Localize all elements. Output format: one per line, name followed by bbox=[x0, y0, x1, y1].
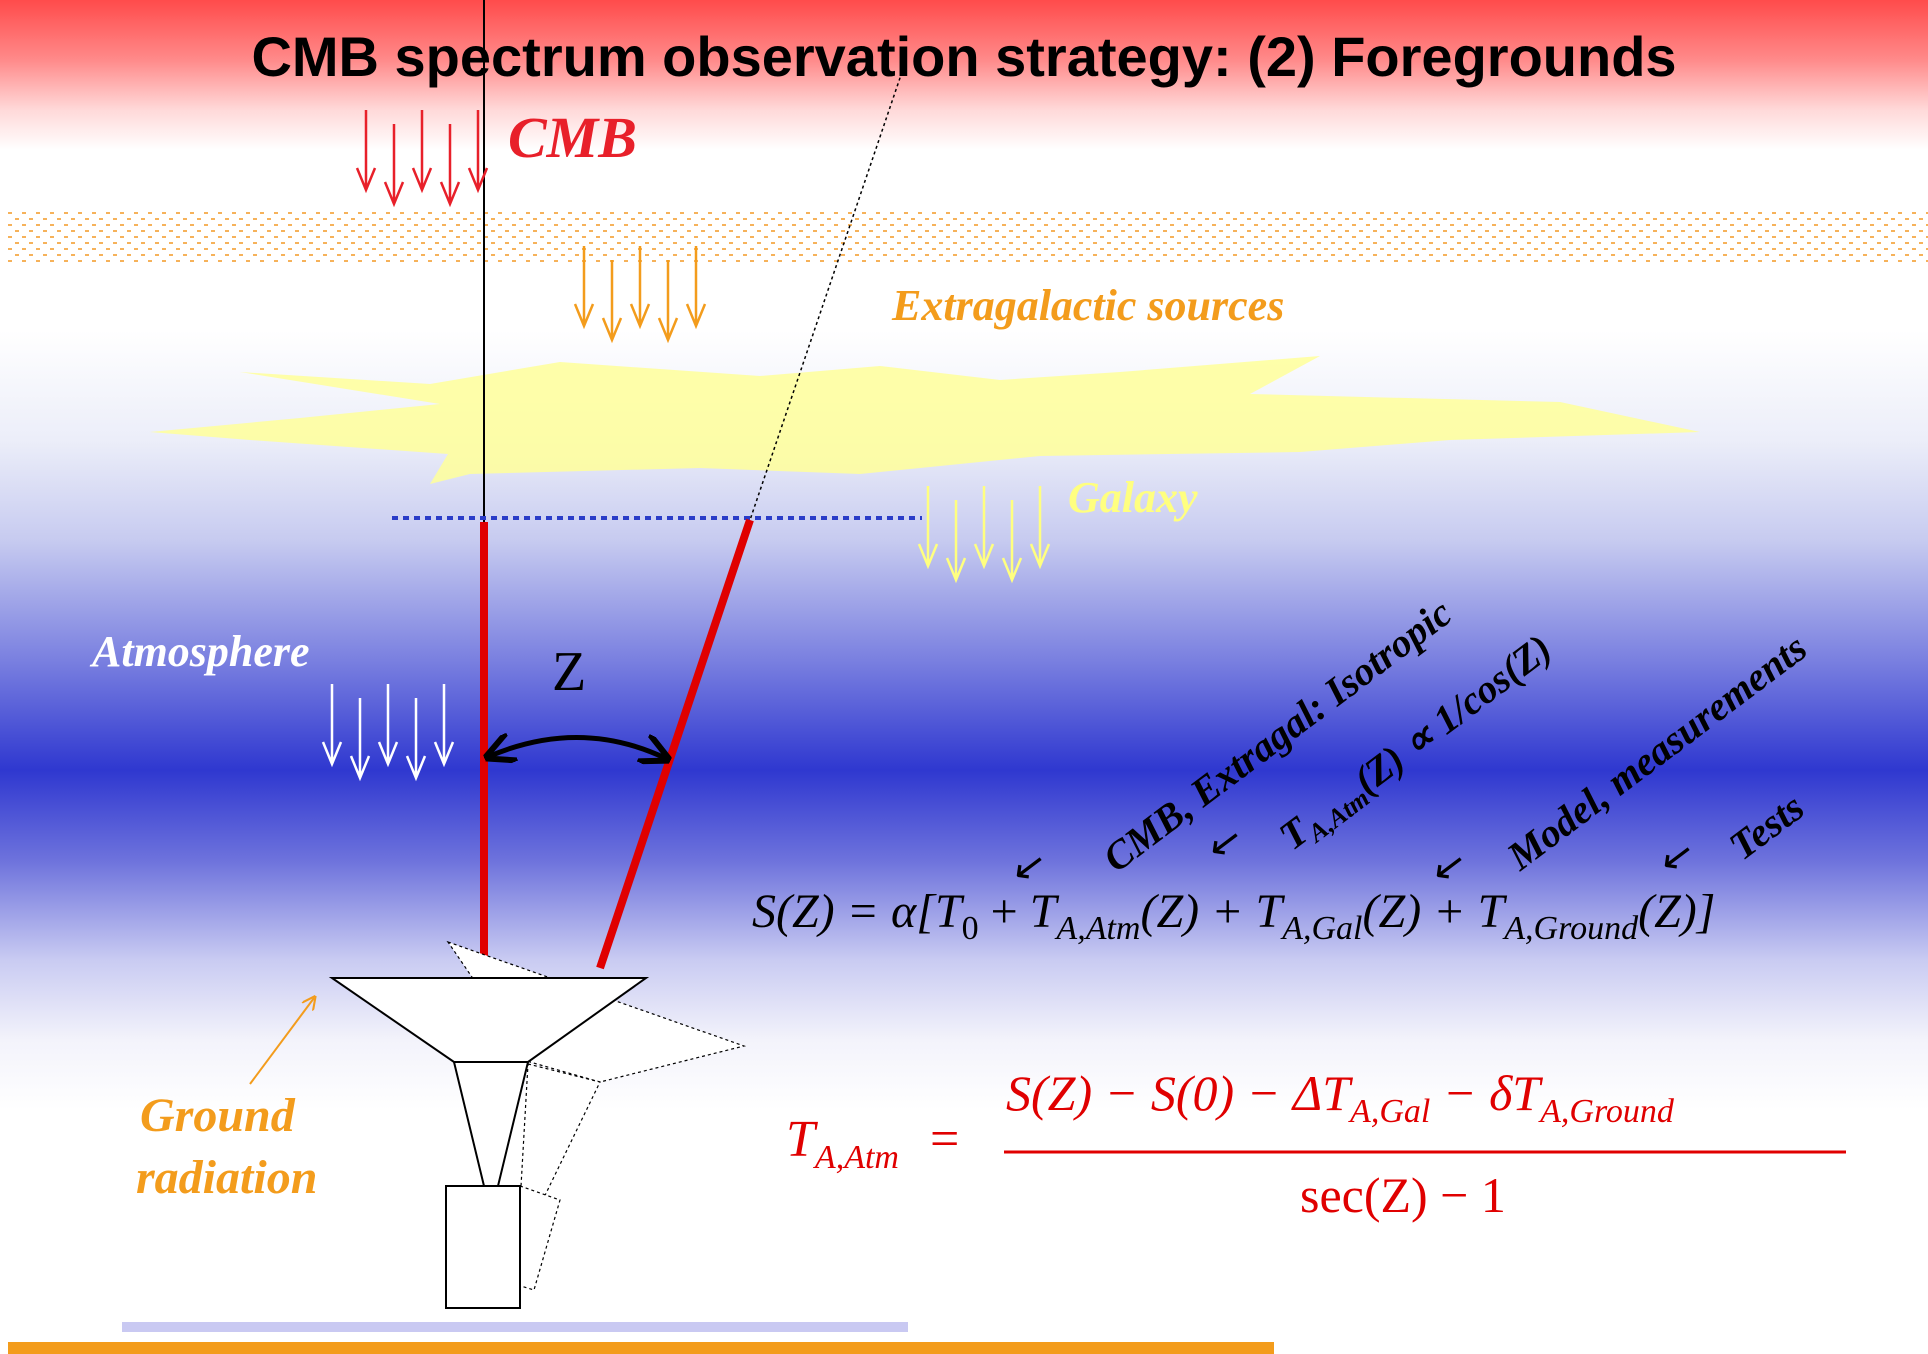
equation-s: S(Z) = α[T0 + TA,Atm(Z) + TA,Gal(Z) + TA… bbox=[752, 885, 1716, 947]
telescope-horn bbox=[328, 977, 650, 1309]
cmb-arrow bbox=[383, 124, 405, 208]
cmb-arrow bbox=[355, 110, 377, 194]
equation-t-denominator: sec(Z) − 1 bbox=[1300, 1167, 1506, 1223]
equation-t-numerator: S(Z) − S(0) − ΔTA,Gal − δTA,Ground bbox=[1006, 1065, 1674, 1130]
atmosphere-arrows bbox=[321, 684, 455, 782]
extragalactic-label: Extragalactic sources bbox=[892, 281, 1285, 330]
cmb-arrow bbox=[439, 124, 461, 208]
extragalactic-band bbox=[8, 212, 1928, 264]
extragalactic-arrow bbox=[657, 260, 679, 344]
ground-shadow bbox=[122, 1322, 908, 1332]
ground-bar bbox=[8, 1342, 1274, 1354]
extragalactic-arrow bbox=[601, 260, 623, 344]
galaxy-arrow bbox=[945, 500, 967, 584]
atmosphere-arrow bbox=[321, 684, 343, 768]
cmb-arrows bbox=[355, 110, 489, 208]
atmosphere-arrow bbox=[349, 698, 371, 782]
extragalactic-arrow bbox=[573, 246, 595, 330]
equation-t-equals: = bbox=[929, 1111, 960, 1168]
atmosphere-arrow bbox=[433, 684, 455, 768]
ground-pointer bbox=[249, 998, 314, 1085]
zenith-angle-arc bbox=[490, 737, 665, 758]
tilted-sightline bbox=[749, 71, 903, 521]
extragalactic-arrow bbox=[685, 246, 707, 330]
extragalactic-arrows bbox=[573, 246, 707, 344]
galaxy-arrows bbox=[917, 486, 1051, 584]
atmosphere-label: Atmosphere bbox=[92, 627, 310, 676]
cmb-arrow bbox=[411, 110, 433, 194]
galaxy-label: Galaxy bbox=[1068, 473, 1198, 522]
atmosphere-arrow bbox=[377, 684, 399, 768]
cmb-arrow bbox=[467, 110, 489, 194]
galaxy-arrow bbox=[1001, 500, 1023, 584]
ground-radiation-line1: Ground bbox=[140, 1089, 295, 1142]
galaxy-shape bbox=[150, 356, 1700, 484]
equation-t-lhs: TA,Atm = bbox=[786, 1111, 960, 1176]
galaxy-arrow bbox=[1029, 486, 1051, 570]
ground-radiation-line2: radiation bbox=[136, 1151, 318, 1204]
slide-title: CMB spectrum observation strategy: (2) F… bbox=[251, 25, 1677, 88]
galaxy-arrow bbox=[917, 486, 939, 570]
atmosphere-arrow bbox=[405, 698, 427, 782]
galaxy-arrow bbox=[973, 486, 995, 570]
extragalactic-arrow bbox=[629, 246, 651, 330]
zenith-angle-label: Z bbox=[552, 641, 587, 703]
cmb-label: CMB bbox=[508, 105, 637, 170]
